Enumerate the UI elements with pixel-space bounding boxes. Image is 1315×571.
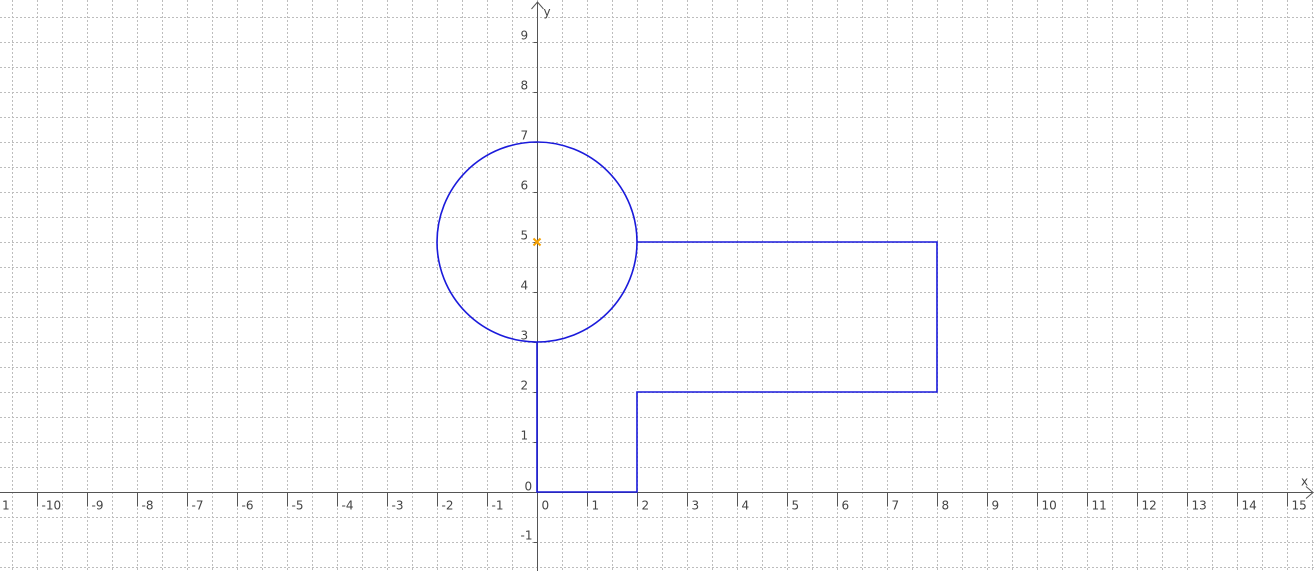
blue-circle xyxy=(436,141,638,343)
y-tick-label: 2 xyxy=(521,379,529,393)
y-tick-label: 3 xyxy=(521,329,529,343)
blue-polyline xyxy=(536,241,938,493)
x-tick-label: 12 xyxy=(1142,499,1157,513)
x-tick-label: 3 xyxy=(692,499,700,513)
y-tick-label: 1 xyxy=(521,429,529,443)
x-tick-label: -10 xyxy=(42,499,62,513)
x-tick-label: -2 xyxy=(442,499,454,513)
x-tick-label: 6 xyxy=(842,499,850,513)
x-axis-arrow xyxy=(1305,486,1314,499)
circle-center-marker xyxy=(532,237,542,247)
y-tick-label: 5 xyxy=(521,229,529,243)
y-tick-label: 6 xyxy=(521,179,529,193)
x-tick-label: 5 xyxy=(792,499,800,513)
x-tick-label: -6 xyxy=(242,499,254,513)
y-tick-label: -1 xyxy=(521,529,533,543)
x-tick-label: 0 xyxy=(542,499,550,513)
y-tick-label: 7 xyxy=(521,129,529,143)
y-tick-label: 9 xyxy=(521,29,529,43)
y-tick-label: 4 xyxy=(521,279,529,293)
y-axis-label: y xyxy=(544,5,551,19)
origin-label: 0 xyxy=(525,480,533,494)
x-tick-label-edge: 1 xyxy=(2,499,10,513)
x-tick-label: 14 xyxy=(1242,499,1257,513)
x-tick-label: -1 xyxy=(492,499,504,513)
x-axis-label: x xyxy=(1301,475,1308,489)
x-tick-label: 10 xyxy=(1042,499,1057,513)
x-tick-label: 8 xyxy=(942,499,950,513)
x-tick-label: 7 xyxy=(892,499,900,513)
x-tick-label: 9 xyxy=(992,499,1000,513)
y-axis-arrow xyxy=(531,1,544,10)
x-tick-label: 1 xyxy=(592,499,600,513)
x-tick-label: 4 xyxy=(742,499,750,513)
x-tick-label: 15 xyxy=(1292,499,1307,513)
x-tick-label: -4 xyxy=(342,499,354,513)
x-tick-label: -8 xyxy=(142,499,154,513)
x-tick-label: -5 xyxy=(292,499,304,513)
y-tick-label: 8 xyxy=(521,79,529,93)
x-tick-label: 2 xyxy=(642,499,650,513)
x-tick-label: -9 xyxy=(92,499,104,513)
x-tick-label: 13 xyxy=(1192,499,1207,513)
x-tick-label: -7 xyxy=(192,499,204,513)
x-tick-label: 11 xyxy=(1092,499,1107,513)
x-tick-label: -3 xyxy=(392,499,404,513)
